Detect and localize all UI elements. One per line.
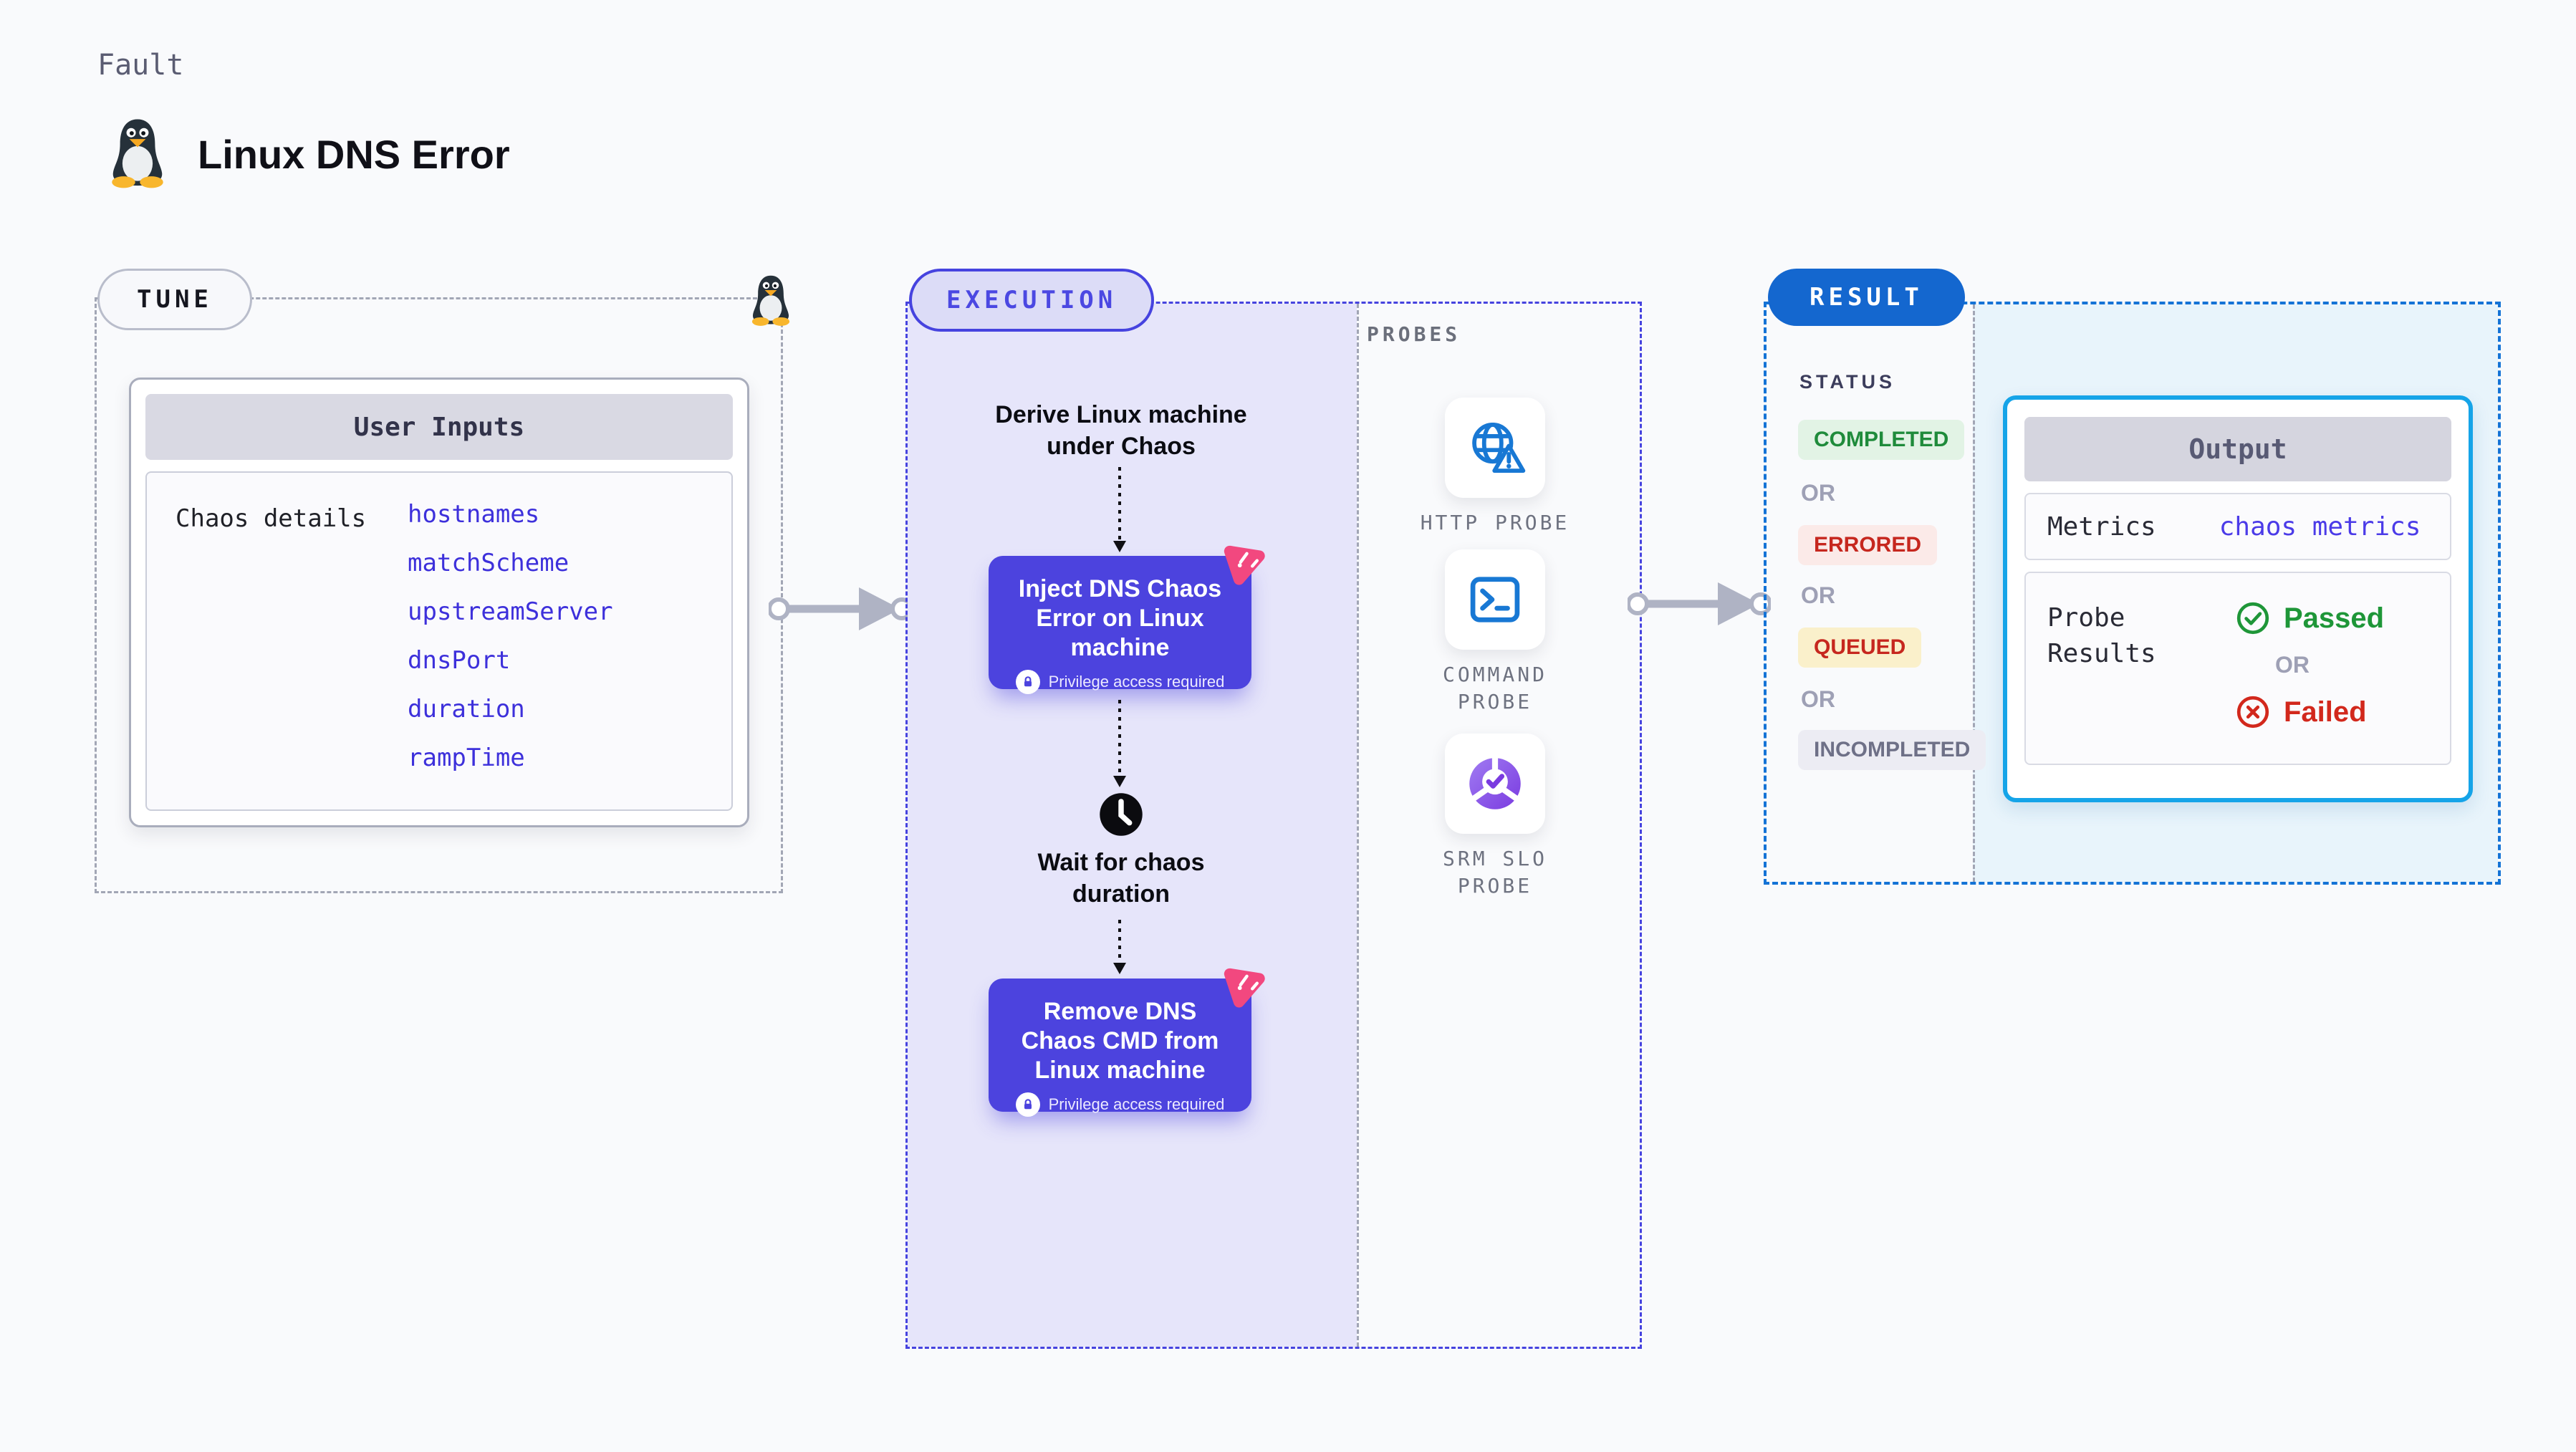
or-separator: OR [1801,480,1835,506]
metrics-value: chaos metrics [2219,511,2421,542]
or-separator: OR [1801,582,1835,608]
user-inputs-header: User Inputs [145,394,733,460]
param-duration: duration [408,695,525,723]
slo-pie-check-icon [1469,756,1521,809]
lock-icon [1015,1092,1040,1117]
lock-icon [1015,670,1040,694]
command-probe[interactable]: COMMAND PROBE [1398,549,1592,716]
status-divider [1973,304,1975,882]
srm-slo-probe-label: SRM SLO PROBE [1442,847,1547,898]
derive-step-label: Derive Linux machine under Chaos [995,401,1247,460]
output-card: Output Metrics chaos metrics Probe Resul… [2003,395,2473,802]
user-inputs-card: User Inputs Chaos details hostnames matc… [129,378,749,827]
remove-chaos-node[interactable]: Remove DNS Chaos CMD from Linux machine … [989,968,1265,1117]
result-badge[interactable]: RESULT [1768,269,1965,326]
page-title: Linux DNS Error [198,132,510,177]
remove-step-label: Remove DNS Chaos CMD from Linux machine [1021,998,1219,1084]
inject-chaos-node[interactable]: Inject DNS Chaos Error on Linux machine … [989,545,1265,694]
terminal-icon [1470,577,1520,622]
execution-badge[interactable]: EXECUTION [909,269,1155,332]
flow-arrowhead-2 [1113,776,1126,787]
flow-connector-1 [1118,467,1121,541]
linux-tux-corner-icon [751,275,790,326]
metrics-row: Metrics chaos metrics [2024,493,2451,560]
param-upstreamserver: upstreamServer [408,597,613,626]
or-separator: OR [1801,686,1835,712]
privilege-note: Privilege access required [1048,673,1225,691]
tune-section-frame [95,297,783,893]
http-probe[interactable]: HTTP PROBE [1398,398,1592,537]
metrics-label: Metrics [2047,511,2156,542]
status-completed-badge: COMPLETED [1798,420,1965,460]
status-errored-badge: ERRORED [1798,525,1938,565]
execution-to-result-arrow [1628,582,1771,625]
param-dnsport: dnsPort [408,646,511,675]
wait-step-label: Wait for chaos duration [1037,849,1205,908]
param-matchscheme: matchScheme [408,549,569,577]
param-hostnames: hostnames [408,500,540,529]
flow-connector-2 [1118,700,1121,776]
privilege-note: Privilege access required [1048,1095,1225,1113]
chaos-details-label: Chaos details [176,504,367,533]
probe-results-row: Probe Results Passed OR Failed [2024,572,2451,765]
probes-heading: PROBES [1367,322,1461,346]
flow-connector-3 [1118,920,1121,963]
srm-slo-probe[interactable]: SRM SLO PROBE [1398,734,1592,900]
chaos-experiment-icon [1224,545,1265,585]
fault-kicker: Fault [97,49,184,82]
inject-step-label: Inject DNS Chaos Error on Linux machine [1018,575,1222,661]
status-incompleted-badge: INCOMPLETED [1798,730,1986,770]
check-circle-icon [2236,602,2269,635]
status-heading: STATUS [1799,371,1895,393]
failed-label: Failed [2284,696,2367,728]
tune-to-execution-arrow [769,587,912,630]
tune-badge[interactable]: TUNE [97,269,252,330]
chaos-experiment-icon [1224,968,1265,1008]
wait-clock-icon [1100,793,1143,836]
http-probe-card[interactable] [1445,398,1545,498]
x-circle-icon [2236,696,2269,729]
srm-slo-probe-card[interactable] [1445,734,1545,834]
param-ramptime: rampTime [408,744,525,772]
probes-divider [1357,304,1359,1347]
http-probe-label: HTTP PROBE [1420,511,1570,534]
linux-tux-icon [112,119,163,188]
output-header: Output [2024,417,2451,481]
status-queued-badge: QUEUED [1798,628,1922,668]
command-probe-card[interactable] [1445,549,1545,650]
globe-alert-icon [1472,422,1526,473]
chaos-params-list: hostnames matchScheme upstreamServer dns… [408,490,613,782]
command-probe-label: COMMAND PROBE [1442,663,1547,713]
or-separator: OR [2275,652,2310,678]
flow-arrowhead-3 [1113,963,1126,974]
probe-results-label: Probe Results [2047,603,2156,668]
flow-arrowhead-1 [1113,541,1126,552]
passed-label: Passed [2284,602,2385,634]
user-inputs-body: Chaos details hostnames matchScheme upst… [145,471,733,811]
